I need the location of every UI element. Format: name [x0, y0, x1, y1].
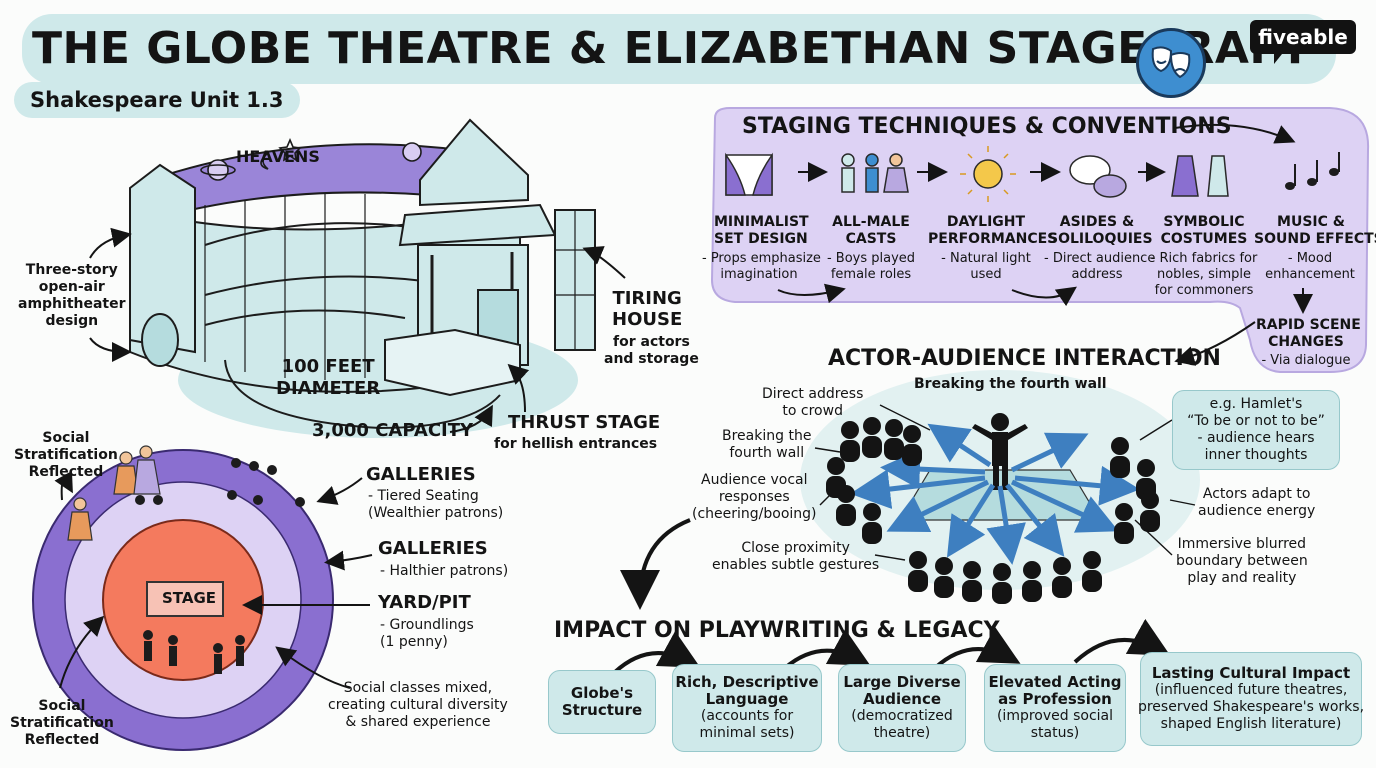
stage-label: STAGE — [162, 589, 217, 607]
capacity-label: 3,000 CAPACITY — [312, 420, 474, 441]
galleries-desc-2: - Halthier patrons) — [380, 563, 509, 579]
audience-silhouettes — [135, 458, 305, 674]
page-title: THE GLOBE THEATRE & ELIZABETHAN STAGECRA… — [22, 14, 1337, 84]
fiveable-logo[interactable]: fiveable — [1250, 20, 1356, 64]
page-subtitle: Shakespeare Unit 1.3 — [14, 82, 300, 118]
tech-desc-rapid: - Via dialogue — [1261, 353, 1351, 368]
interaction-subtitle: Breaking the fourth wall — [914, 376, 1107, 392]
social-classes-mixed: Social classes mixed,creating cultural d… — [328, 680, 508, 730]
impact-title: IMPACT ON PLAYWRITING & LEGACY — [554, 618, 1000, 643]
seating-diagram — [32, 449, 334, 751]
hamlet-example-box: e.g. Hamlet's“To be or not to be” - audi… — [1172, 390, 1340, 470]
staging-icons — [725, 146, 1229, 202]
nobility-figures — [67, 445, 161, 541]
staging-title: STAGING TECHNIQUES & CONVENTIONS — [742, 114, 1232, 139]
yard-pit-desc: - Groundlings(1 penny) — [380, 617, 474, 650]
tech-name-asides: ASIDES &SOLILOQUIES — [1048, 214, 1153, 247]
thrust-stage-title: THRUST STAGE — [508, 412, 661, 433]
interaction-title: ACTOR-AUDIENCE INTERACTION — [828, 346, 1221, 371]
impact-box-legacy: Lasting Cultural Impact (influenced futu… — [1138, 652, 1364, 746]
globe-theatre-illustration — [129, 118, 596, 438]
tech-name-music: MUSIC &SOUND EFFECTS — [1254, 214, 1376, 247]
actor-figure — [972, 413, 1028, 490]
galleries-title-2: GALLERIES — [378, 538, 488, 559]
galleries-desc-1: - Tiered Seating(Wealthier patrons) — [368, 488, 504, 521]
thrust-stage-desc: for hellish entrances — [494, 436, 658, 452]
music-notes-icon — [1285, 152, 1340, 190]
yard-pit-title: YARD/PIT — [378, 592, 471, 613]
crowd-silhouettes — [826, 417, 1160, 604]
galleries-title-1: GALLERIES — [366, 464, 476, 485]
theatre-masks-icon — [1136, 28, 1206, 98]
heavens-label: HEAVENS — [236, 147, 320, 166]
heavens-stars — [200, 137, 422, 181]
